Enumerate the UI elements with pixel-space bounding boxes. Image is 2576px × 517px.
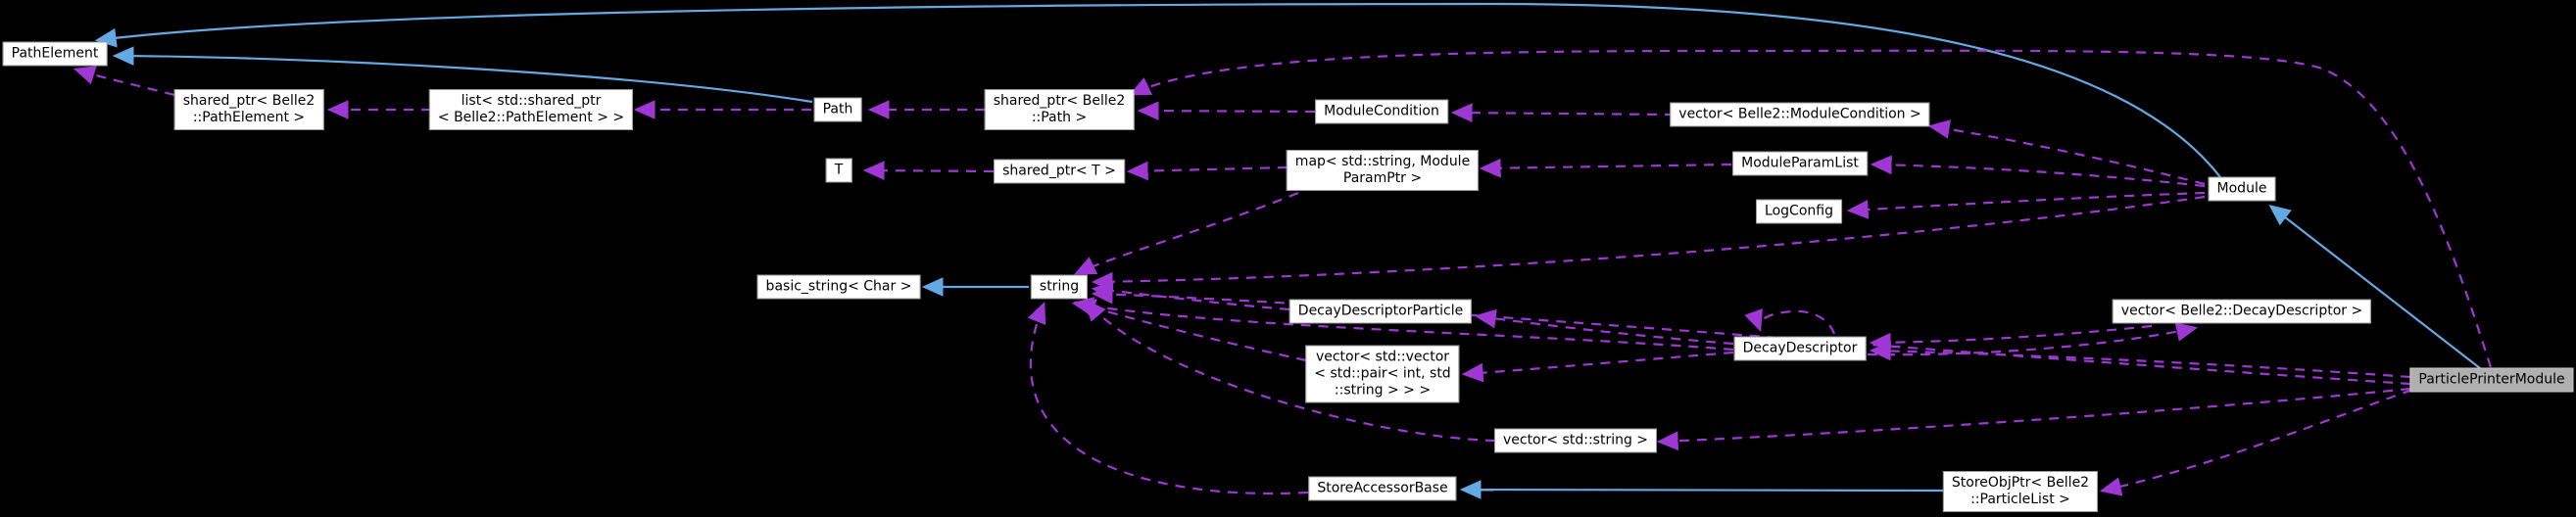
edge-particleprintermodule-to-vector-string [1656, 387, 2411, 451]
node-storeobjptr-particlelist[interactable]: StoreObjPtr< Belle2 ::ParticleList > [1942, 471, 2099, 512]
edge-particleprintermodule-to-string [1091, 284, 2411, 386]
node-shared-ptr-pathelement[interactable]: shared_ptr< Belle2 ::PathElement > [173, 89, 324, 130]
edge-particleprintermodule-to-module [2268, 204, 2481, 369]
edge-particleprintermodule-to-sptr-path [1129, 49, 2493, 368]
node-shared-ptr-t[interactable]: shared_ptr< T > [994, 159, 1125, 184]
node-vector-string[interactable]: vector< std::string > [1493, 428, 1658, 453]
edge-particleprintermodule-to-storeobjptr [2099, 388, 2413, 496]
edge-map-to-sptr-t [1126, 161, 1288, 181]
edge-ddparticle-to-string [1091, 281, 1290, 311]
edge-storeobjptr-to-storeaccessorbase [1459, 480, 1945, 499]
edge-modulecondition-to-sptr-path [1137, 101, 1316, 121]
node-logconfig[interactable]: LogConfig [1756, 199, 1842, 224]
node-particleprintermodule[interactable]: ParticlePrinterModule [2409, 367, 2574, 393]
node-vector-pair-int-string[interactable]: vector< std::vector < std::pair< int, st… [1305, 345, 1460, 403]
edge-vector-mc-to-modulecondition [1450, 103, 1676, 123]
edge-moduleparamlist-to-map [1479, 158, 1732, 178]
edge-decaydescriptor-to-vector-dd [1867, 322, 2199, 356]
edge-map-to-string [1074, 191, 1299, 275]
edge-decaydescriptor-self-loop [1744, 308, 1836, 335]
node-decaydescriptorparticle[interactable]: DecayDescriptorParticle [1288, 299, 1473, 324]
node-basic-string-char[interactable]: basic_string< Char > [756, 274, 921, 300]
node-string[interactable]: string [1030, 274, 1089, 300]
node-decaydescriptor[interactable]: DecayDescriptor [1733, 336, 1867, 361]
edge-decaydescriptor-to-ddparticle [1474, 308, 1734, 346]
node-pathelement[interactable]: PathElement [2, 41, 108, 67]
edge-module-to-pathelement [94, 2, 2221, 178]
node-map-moduleparamptr[interactable]: map< std::string, Module ParamPtr > [1286, 150, 1480, 191]
node-shared-ptr-path[interactable]: shared_ptr< Belle2 ::Path > [984, 89, 1135, 130]
edge-particleprintermodule-to-decaydescriptor [1869, 341, 2411, 379]
edge-path-to-pathelement [112, 46, 813, 104]
edge-sptr-t-to-t [862, 161, 995, 181]
edge-module-to-string [1091, 195, 2206, 292]
node-vector-decaydescriptor[interactable]: vector< Belle2::DecayDescriptor > [2112, 299, 2372, 324]
node-modulecondition[interactable]: ModuleCondition [1315, 99, 1448, 124]
node-module[interactable]: Module [2208, 176, 2276, 202]
edge-decaydescriptor-to-string [1071, 297, 1734, 352]
node-t[interactable]: T [825, 158, 852, 183]
edge-module-to-logconfig [1846, 191, 2206, 219]
edge-module-to-moduleparamlist [1870, 155, 2206, 188]
node-path[interactable]: Path [813, 97, 862, 122]
edge-sptr-pathelement-to-pathelement [73, 66, 175, 97]
edge-vector-pair-to-string [1073, 299, 1307, 362]
node-storeaccessorbase[interactable]: StoreAccessorBase [1308, 476, 1457, 501]
edge-module-to-vector-mc [1927, 119, 2206, 186]
node-vector-modulecondition[interactable]: vector< Belle2::ModuleCondition > [1670, 102, 1930, 127]
edge-vector-dd-to-decaydescriptor [1869, 324, 2153, 352]
node-list-shared-ptr-pathelement[interactable]: list< std::shared_ptr < Belle2::PathElem… [428, 89, 634, 130]
edge-storeaccessorbase-to-string [1027, 301, 1309, 495]
edge-vector-string-to-string [1084, 299, 1496, 443]
edge-decaydescriptor-to-vector-pair [1461, 351, 1734, 383]
node-moduleparamlist[interactable]: ModuleParamList [1732, 151, 1868, 176]
